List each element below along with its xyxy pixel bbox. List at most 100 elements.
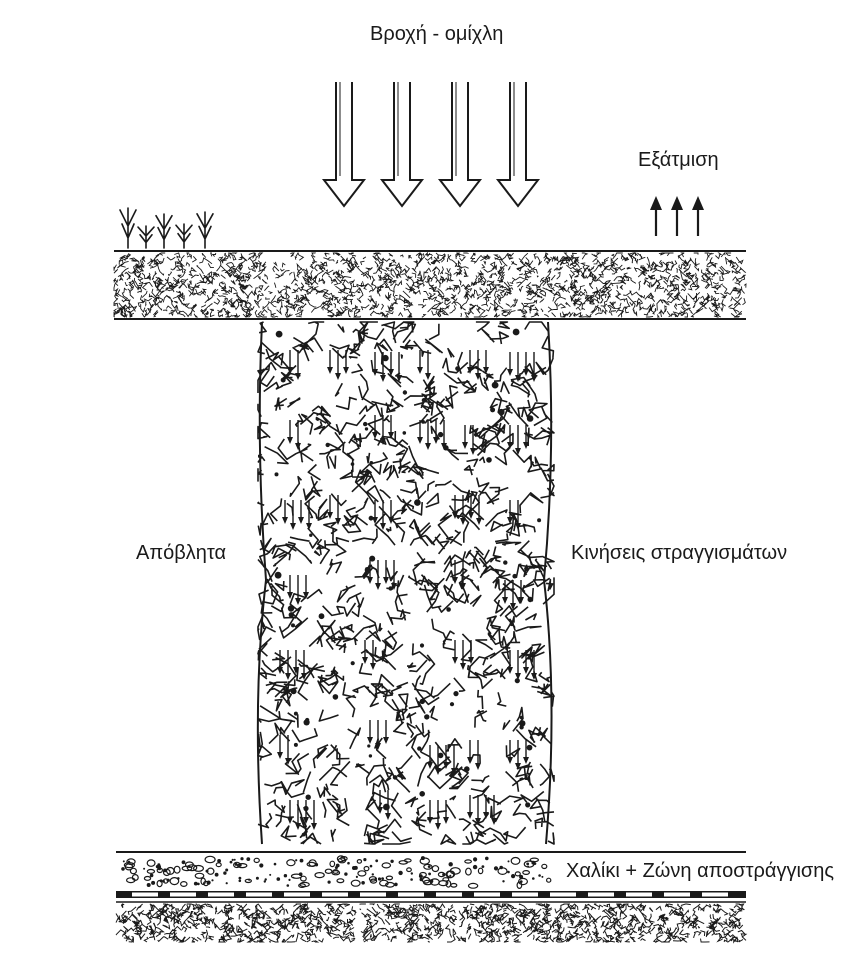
gravel-grain xyxy=(482,865,485,868)
drainage-slot xyxy=(702,893,728,897)
gravel-grain xyxy=(449,875,451,877)
waste-particle xyxy=(525,802,530,807)
waste-particle xyxy=(276,331,283,338)
gravel-pebble xyxy=(358,871,366,876)
gravel-grain xyxy=(194,882,198,886)
leachate-arrowhead xyxy=(523,757,529,764)
gravel-pebble xyxy=(195,873,204,878)
gravel-grain xyxy=(390,860,393,863)
gravel-grain xyxy=(499,866,503,870)
gravel-pebble xyxy=(515,872,520,876)
gravel-pebble xyxy=(386,876,392,880)
gravel-pebble xyxy=(465,860,472,863)
waste-particle xyxy=(421,420,425,424)
waste-particle xyxy=(351,661,355,665)
gravel-grain xyxy=(511,874,515,878)
waste-column xyxy=(258,322,554,844)
gravel-grain xyxy=(295,859,297,861)
gravel-grain xyxy=(239,880,242,883)
leachate-arrowhead xyxy=(467,757,473,764)
gravel-grain xyxy=(519,875,523,879)
waste-particle xyxy=(455,366,460,371)
rain-fog-label: Βροχή - ομίχλη xyxy=(370,24,503,44)
waste-particle xyxy=(275,472,279,476)
gravel-pebble xyxy=(466,868,472,875)
gravel-pebble xyxy=(523,871,530,875)
gravel-pebble xyxy=(194,866,204,872)
waste-particle xyxy=(503,560,507,564)
gravel-pebble xyxy=(542,864,547,868)
waste-particle xyxy=(294,712,298,716)
leachate-arrowhead xyxy=(367,577,373,584)
gravel-grain xyxy=(265,878,267,880)
gravel-pebble xyxy=(181,882,187,887)
leachate-arrowhead xyxy=(523,667,529,674)
gravel-grain xyxy=(410,878,413,881)
gravel-grain xyxy=(160,879,163,882)
waste-particle xyxy=(289,612,294,617)
waste-particle xyxy=(464,766,470,772)
leachate-arrowhead xyxy=(372,432,378,439)
gravel-grain xyxy=(398,871,402,875)
leachate-arrowhead xyxy=(285,673,291,680)
gravel-grain xyxy=(211,879,213,881)
gravel-grain xyxy=(143,868,145,870)
waste-particle xyxy=(498,409,504,415)
gravel-grain xyxy=(163,869,167,873)
waste-particle xyxy=(288,605,294,611)
gravel-grain xyxy=(226,882,228,884)
waste-particle xyxy=(486,457,492,463)
leachate-arrowhead xyxy=(427,817,433,824)
rain-arrow-icon xyxy=(498,82,538,206)
gravel-grain xyxy=(352,866,356,870)
drainage-slot xyxy=(512,893,538,897)
waste-particle xyxy=(305,718,309,722)
gravel-grain xyxy=(344,872,347,875)
gravel-grain xyxy=(240,857,243,860)
leachate-arrowhead xyxy=(380,375,386,382)
leachate-arrowhead xyxy=(277,752,283,759)
gravel-pebble xyxy=(330,861,335,866)
leachate-arrowhead xyxy=(375,583,381,590)
gravel-pebble xyxy=(530,858,538,862)
leachate-arrowhead xyxy=(385,813,391,820)
gravel-grain xyxy=(378,877,381,880)
gravel-pebble xyxy=(205,856,215,862)
gravel-grain xyxy=(256,877,259,880)
waste-particle xyxy=(448,744,451,747)
waste-particle xyxy=(420,643,424,647)
gravel-grain xyxy=(502,880,504,882)
gravel-grain xyxy=(123,860,125,862)
plant-sprig-icon xyxy=(120,208,136,248)
gravel-grain xyxy=(274,863,277,866)
cover-soil-texture xyxy=(114,253,746,317)
gravel-grain xyxy=(428,873,431,876)
drainage-slot xyxy=(132,893,158,897)
gravel-grain xyxy=(151,881,155,885)
waste-particle xyxy=(528,597,533,602)
gravel-pebble xyxy=(547,878,551,882)
waste-particle xyxy=(519,720,525,726)
leachate-arrowhead xyxy=(370,663,376,670)
gravel-grain xyxy=(527,866,529,868)
base-soil-texture xyxy=(116,904,746,942)
plant-sprig-icon xyxy=(197,212,213,248)
waste-particle xyxy=(281,378,286,383)
gravel-grain xyxy=(538,874,541,877)
waste-particle xyxy=(438,432,443,437)
gravel-grain xyxy=(223,871,226,874)
waste-particle xyxy=(537,518,541,522)
evaporation-label: Εξάτμιση xyxy=(638,150,719,170)
gravel-grain xyxy=(442,873,445,876)
gravel-grain xyxy=(428,865,431,868)
drainage-slot xyxy=(284,893,310,897)
waste-particle xyxy=(527,745,533,751)
gravel-grain xyxy=(532,877,535,880)
leachate-arrowhead xyxy=(362,657,368,664)
gravel-pebble xyxy=(216,863,221,867)
gravel-pebble xyxy=(432,866,438,872)
gravel-grain xyxy=(494,866,498,870)
evaporation-arrowhead xyxy=(671,196,683,210)
gravel-grain xyxy=(335,866,338,869)
plant-sprig-icon xyxy=(138,226,154,248)
